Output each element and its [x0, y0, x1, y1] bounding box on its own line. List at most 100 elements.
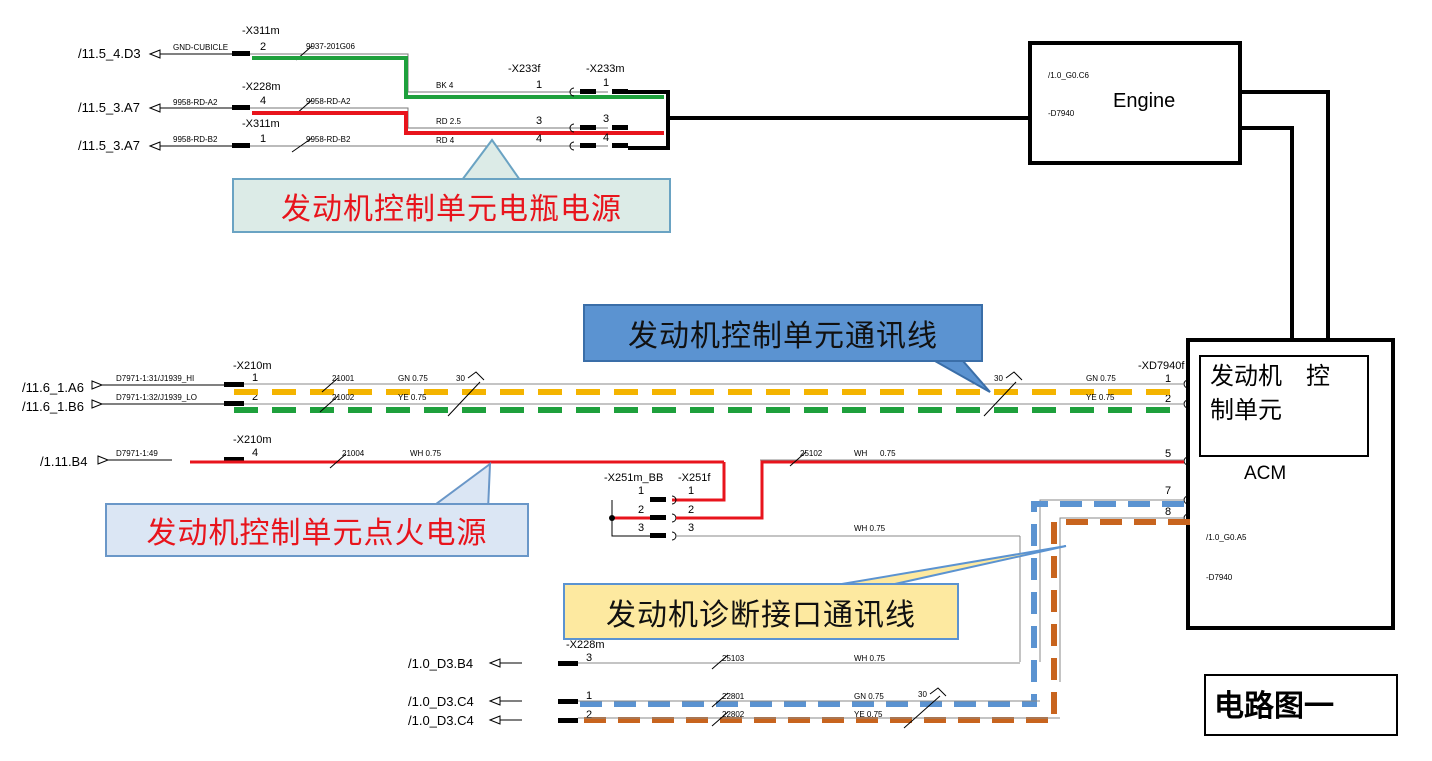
engine-id: -D7940	[1048, 109, 1075, 118]
arrow-icon	[97, 455, 110, 465]
wire-color: WH 0.75	[854, 654, 886, 663]
ref-label: /1.0_D3.C4	[408, 713, 474, 728]
pin-number: 1	[638, 485, 644, 497]
acm-label: ACM	[1244, 463, 1286, 484]
arrow-icon	[91, 399, 104, 409]
acm-id: -D7940	[1206, 573, 1233, 582]
ref-label: /11.5_4.D3	[78, 46, 141, 61]
ref-label: /11.5_3.A7	[78, 138, 140, 153]
pin-number: 4	[260, 95, 266, 107]
wire-color: YE 0.75	[398, 393, 427, 402]
signal-label: D7971-1:31/J1939_HI	[116, 374, 194, 383]
connector-label: -X311m	[242, 25, 280, 37]
pin-number: 3	[536, 115, 542, 127]
pin-number: 2	[260, 41, 266, 53]
wire-id: 21004	[342, 449, 365, 458]
diagnostic-wires	[580, 499, 1190, 723]
wire-color: GN 0.75	[398, 374, 428, 383]
signal-label: GND-CUBICLE	[173, 43, 228, 52]
bottom-section: /1.0_D3.B4 /1.0_D3.C4 /1.0_D3.C4 -X228m …	[408, 639, 1060, 729]
wire-id: 25103	[722, 654, 745, 663]
acm-ref: /1.0_G0.A5	[1206, 533, 1247, 542]
title-text: 电路图一	[1214, 689, 1334, 724]
wire-color: WH 0.75	[410, 449, 442, 458]
callout-comm-line: 发动机控制单元通讯线	[583, 304, 983, 362]
wire-color: WH	[854, 449, 868, 458]
connector-label: -X251m_BB	[604, 472, 663, 484]
wire-id: 21002	[332, 393, 355, 402]
pin-number: 4	[252, 447, 258, 459]
wire-color: 0.75	[880, 449, 896, 458]
twist-label: 30	[456, 374, 465, 383]
pin-number: 2	[1165, 393, 1171, 405]
pin-number: 3	[638, 522, 644, 534]
pin-number: 1	[586, 690, 592, 702]
arrow-icon	[488, 658, 501, 668]
wire-color: WH 0.75	[854, 524, 886, 533]
connector-label: -X251f	[678, 472, 711, 484]
pin-number: 7	[1165, 485, 1171, 497]
arrow-icon	[148, 141, 161, 151]
arrow-icon	[91, 380, 104, 390]
pin-number: 1	[536, 79, 542, 91]
arrow-icon	[488, 715, 501, 725]
engine-ref: /1.0_G0.C6	[1048, 71, 1089, 80]
ref-label: /1.0_D3.C4	[408, 694, 474, 709]
pin-number: 8	[1165, 506, 1171, 518]
callout-diag-comm-line: 发动机诊断接口通讯线	[563, 583, 959, 640]
pin-number: 4	[603, 132, 609, 144]
acm-inner-label: 制单元	[1210, 396, 1282, 424]
wire-color: RD 4	[436, 136, 455, 145]
wire-id: 25102	[800, 449, 823, 458]
signal-label: D7971-1:32/J1939_LO	[116, 393, 197, 402]
engine-label: Engine	[1113, 90, 1175, 112]
callout-pointer	[829, 545, 1067, 587]
arrow-icon	[148, 103, 161, 113]
wire-color: GN 0.75	[854, 692, 884, 701]
wire-id: 9958-RD-A2	[306, 97, 351, 106]
acm-box: 发动机 控 制单元 ACM /1.0_G0.A5 -D7940 -XD7940f…	[1138, 338, 1395, 630]
pin-number: 1	[688, 485, 694, 497]
connector-label: -X311m	[242, 118, 280, 130]
pin-number: 2	[688, 504, 694, 516]
arrow-icon	[488, 696, 501, 706]
callout-battery-power: 发动机控制单元电瓶电源	[232, 178, 671, 233]
wire-color: BK 4	[436, 81, 454, 90]
connector-label: -X233f	[508, 63, 541, 75]
ref-label: /1.11.B4	[40, 454, 87, 469]
arrow-icon	[148, 49, 161, 59]
ref-label: /11.5_3.A7	[78, 100, 140, 115]
pin-number: 5	[1165, 448, 1171, 460]
wire-id: 22801	[722, 692, 745, 701]
pin-number: 2	[638, 504, 644, 516]
signal-label: 9958-RD-A2	[173, 98, 218, 107]
pin-number: 1	[603, 77, 609, 89]
wire-color: YE 0.75	[1086, 393, 1115, 402]
pin-number: 4	[536, 133, 542, 145]
wire-id: 9958-RD-B2	[306, 135, 351, 144]
pin-number: 1	[252, 372, 258, 384]
connector-label: -XD7940f	[1138, 360, 1185, 372]
acm-inner-label: 发动机 控	[1210, 362, 1330, 390]
middle-section: /11.6_1.A6 /11.6_1.B6 /1.11.B4 D7971-1:3…	[22, 360, 1184, 662]
wire-color: YE 0.75	[854, 710, 883, 719]
ref-label: /11.6_1.A6	[22, 380, 84, 395]
callout-ignition-power: 发动机控制单元点火电源	[105, 503, 529, 557]
pin-number: 2	[252, 391, 258, 403]
connector-label: -X233m	[586, 63, 625, 75]
top-section: /11.5_4.D3 /11.5_3.A7 /11.5_3.A7 GND-CUB…	[78, 25, 1030, 153]
connector-label: -X228m	[566, 639, 605, 651]
title-box: 电路图一	[1204, 674, 1398, 736]
signal-label: 9958-RD-B2	[173, 135, 218, 144]
twist-label: 30	[918, 690, 927, 699]
wire-color: RD 2.5	[436, 117, 461, 126]
engine-box: /1.0_G0.C6 -D7940 Engine	[1028, 41, 1330, 342]
connector-label: -X228m	[242, 81, 281, 93]
pin-number: 3	[688, 522, 694, 534]
wire-id: 22802	[722, 710, 745, 719]
pin-number: 3	[586, 652, 592, 664]
pin-number: 3	[603, 113, 609, 125]
twist-label: 30	[994, 374, 1003, 383]
